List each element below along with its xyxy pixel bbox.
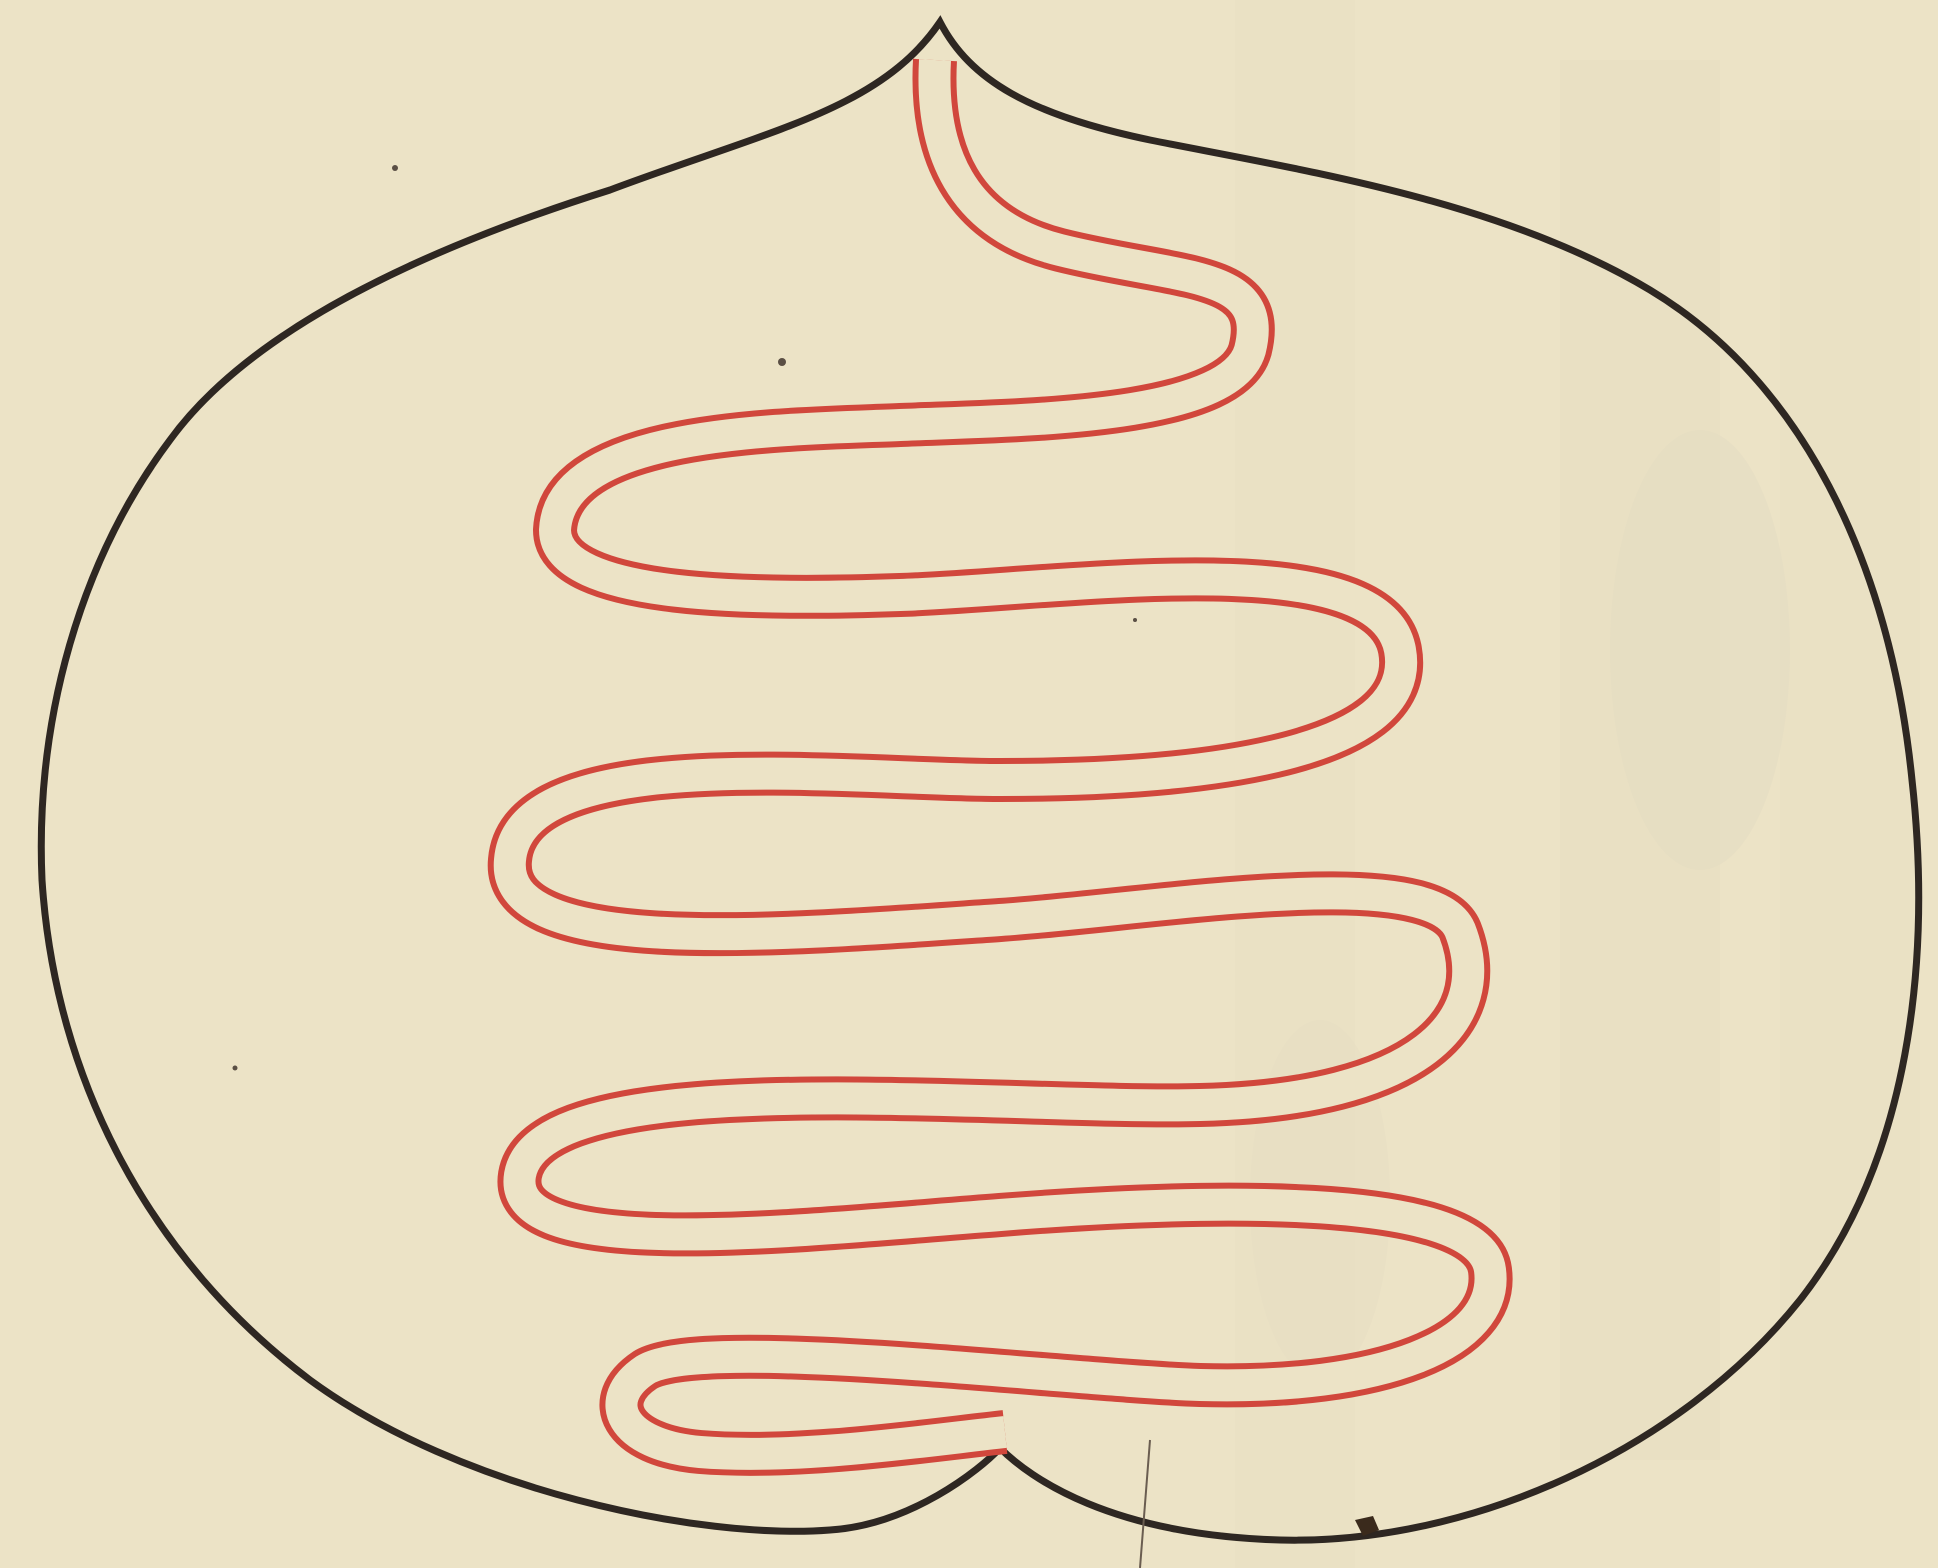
paper-texture	[1235, 0, 1920, 1568]
